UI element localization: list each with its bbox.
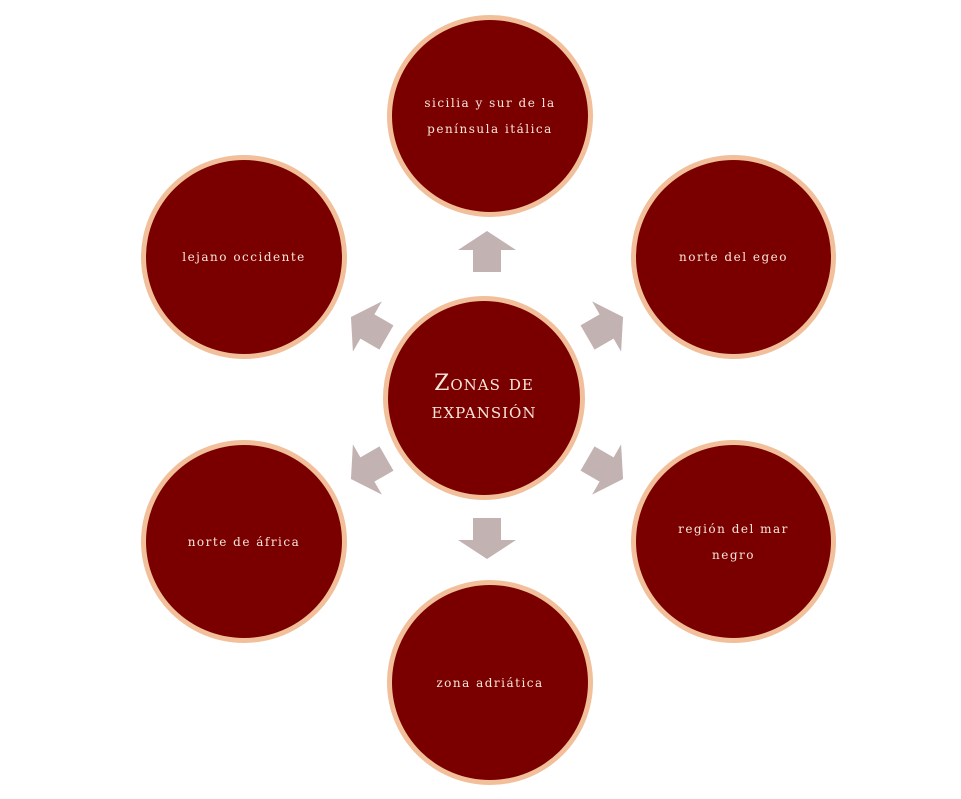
node-sicilia: Sicilia y sur de la península itálica (387, 15, 593, 217)
node-label: Norte de África (187, 534, 301, 549)
node-label: Sicilia y sur de la península itálica (424, 96, 556, 136)
arrow-to-bottom-left (350, 444, 394, 495)
node-label: Lejano occidente (182, 250, 306, 264)
arrow-to-top (458, 231, 516, 272)
node-zona-adriatica: Zona Adriática (387, 580, 593, 785)
center-label: Zonas de expansión (431, 371, 537, 424)
node-norte-del-egeo: Norte del Egeo (631, 155, 836, 359)
node-mar-negro: Región del mar Negro (631, 440, 836, 643)
arrow-to-bottom (458, 518, 516, 559)
center-node: Zonas de expansión (383, 296, 585, 500)
node-label: Norte del Egeo (679, 250, 788, 264)
node-label: Zona Adriática (436, 675, 544, 690)
node-lejano-occidente: Lejano occidente (141, 155, 347, 359)
node-norte-de-africa: Norte de África (141, 440, 347, 643)
node-label: Región del mar Negro (678, 521, 789, 562)
arrow-to-top-right (580, 301, 624, 352)
arrow-to-top-left (350, 301, 394, 352)
arrow-to-bottom-right (580, 444, 624, 495)
